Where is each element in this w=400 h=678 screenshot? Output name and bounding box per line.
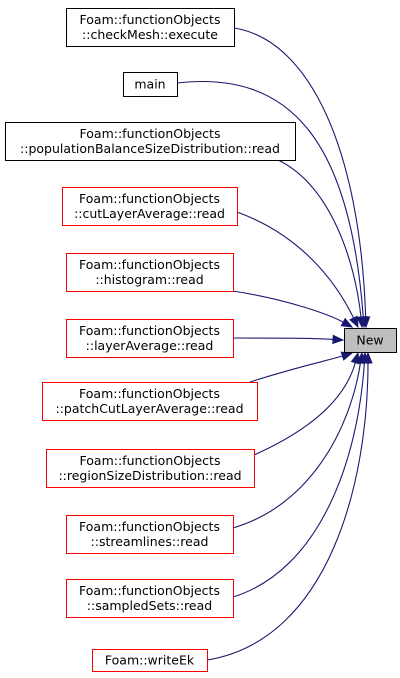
node-target-new[interactable]: New [344, 328, 397, 353]
edge-patchCutLayerAverage-read [249, 355, 343, 383]
node-label: ::regionSizeDistribution::read [58, 468, 241, 483]
node-main[interactable]: main [123, 72, 178, 97]
edge-cutLayerAverage-read [236, 211, 355, 319]
node-label: ::streamlines::read [91, 534, 209, 549]
node-label: ::layerAverage::read [86, 338, 214, 353]
node-label: Foam::functionObjects [80, 12, 221, 27]
arrow-head-patchCutLayerAverage-read [340, 351, 354, 361]
edge-main [176, 81, 364, 318]
edge-layer [176, 27, 373, 661]
node-box [66, 253, 234, 292]
node-streamlines-read[interactable]: Foam::functionObjects::streamlines::read [66, 515, 234, 554]
node-layer: Foam::functionObjects::checkMesh::execut… [5, 8, 397, 672]
node-box [66, 319, 234, 358]
node-box [5, 122, 296, 161]
node-label: ::histogram::read [95, 272, 203, 287]
node-label: ::checkMesh::execute [82, 27, 218, 42]
node-label: Foam::functionObjects [79, 323, 220, 338]
node-label: ::sampledSets::read [87, 598, 212, 613]
target-label: New [356, 333, 383, 348]
node-regionSizeDistribution-read[interactable]: Foam::functionObjects::regionSizeDistrib… [46, 449, 255, 488]
node-label: main [134, 77, 165, 92]
node-label: ::cutLayerAverage::read [74, 206, 225, 221]
node-label: ::patchCutLayerAverage::read [55, 401, 243, 416]
node-layerAverage-read[interactable]: Foam::functionObjects::layerAverage::rea… [66, 319, 234, 358]
node-box [42, 382, 258, 421]
node-box [46, 449, 255, 488]
node-label: Foam::functionObjects [79, 257, 220, 272]
node-label: Foam::functionObjects [80, 126, 221, 141]
node-label: Foam::functionObjects [79, 583, 220, 598]
node-label: Foam::functionObjects [80, 453, 221, 468]
arrow-head-cutLayerAverage-read [349, 315, 359, 329]
node-label: Foam::functionObjects [79, 386, 220, 401]
arrow-head-writeEk [363, 351, 373, 364]
node-cutLayerAverage-read[interactable]: Foam::functionObjects::cutLayerAverage::… [62, 187, 238, 226]
edge-populationBalanceSizeDistribution-read [277, 159, 362, 318]
node-box [66, 579, 234, 618]
edge-checkMesh-execute [233, 27, 367, 318]
node-checkMesh-execute[interactable]: Foam::functionObjects::checkMesh::execut… [66, 8, 235, 47]
edge-layerAverage-read [232, 337, 334, 340]
node-box [66, 515, 234, 554]
node-label: ::populationBalanceSizeDistribution::rea… [20, 141, 280, 156]
node-writeEk[interactable]: Foam::writeEk [92, 649, 208, 672]
node-patchCutLayerAverage-read[interactable]: Foam::functionObjects::patchCutLayerAver… [42, 382, 258, 421]
node-box [123, 72, 178, 97]
edge-streamlines-read [232, 362, 362, 529]
edge-writeEk [206, 362, 369, 661]
node-sampledSets-read[interactable]: Foam::functionObjects::sampledSets::read [66, 579, 234, 618]
target-box [344, 328, 397, 353]
edge-regionSizeDistribution-read [253, 362, 356, 456]
arrow-head-histogram-read [340, 317, 354, 328]
arrow-head-layerAverage-read [332, 334, 345, 345]
node-histogram-read[interactable]: Foam::functionObjects::histogram::read [66, 253, 234, 292]
node-label: Foam::functionObjects [79, 191, 220, 206]
node-label: Foam::functionObjects [79, 519, 220, 534]
node-box [92, 649, 208, 672]
node-box [66, 8, 235, 47]
edge-histogram-read [232, 290, 344, 323]
node-label: Foam::writeEk [105, 653, 195, 668]
node-populationBalanceSizeDistribution-read[interactable]: Foam::functionObjects::populationBalance… [5, 122, 296, 161]
node-box [62, 187, 238, 226]
edge-sampledSets-read [232, 362, 365, 598]
arrow-head-populationBalanceSizeDistribution-read [356, 316, 366, 329]
